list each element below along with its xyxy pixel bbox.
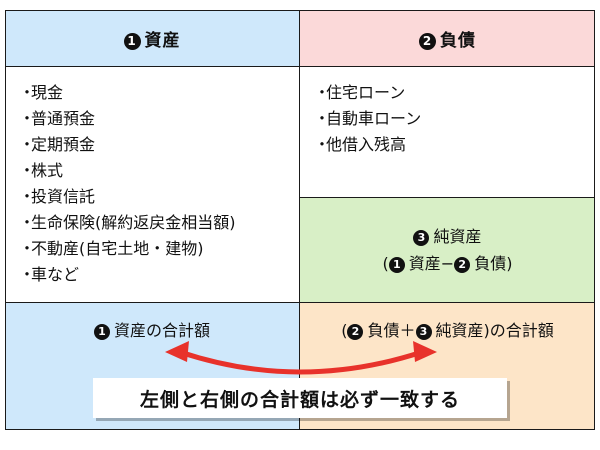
number-1-badge: 1: [93, 324, 110, 340]
list-item: ・不動産(自宅土地・建物): [19, 236, 299, 262]
assets-header-text: 資産: [144, 30, 181, 51]
formula-liabilities-text: 負債): [474, 254, 513, 273]
assets-list: ・現金 ・普通預金 ・定期預金 ・株式 ・投資信託 ・生命保険(解約返戻金相当額…: [19, 80, 299, 288]
list-item: ・現金: [19, 80, 299, 106]
list-item: ・普通預金: [19, 106, 299, 132]
total-open-paren: (: [341, 321, 348, 340]
formula-assets-text: 資産−: [408, 254, 455, 273]
number-1-badge: 1: [388, 257, 405, 273]
balance-sheet-frame: [5, 10, 595, 430]
bullet: ・: [19, 239, 36, 258]
total-liabilities-text: 負債＋: [367, 321, 416, 340]
asset-item-label: 不動産(自宅土地・建物): [31, 239, 204, 258]
bullet: ・: [19, 265, 36, 284]
match-banner: 左側と右側の合計額は必ず一致する: [93, 378, 507, 418]
list-item: ・投資信託: [19, 184, 299, 210]
bullet: ・: [314, 109, 331, 128]
bullet: ・: [19, 109, 36, 128]
bullet: ・: [19, 213, 36, 232]
number-1-badge: 1: [123, 32, 141, 50]
assets-list-panel: ・現金 ・普通預金 ・定期預金 ・株式 ・投資信託 ・生命保険(解約返戻金相当額…: [5, 67, 300, 303]
bullet: ・: [19, 83, 36, 102]
liabilities-header-text: 負債: [440, 30, 476, 51]
arrow-head-right: [413, 341, 437, 362]
list-item: ・定期預金: [19, 132, 299, 158]
arrow-head-left: [165, 341, 189, 362]
list-item: ・住宅ローン: [314, 80, 595, 106]
list-item: ・自動車ローン: [314, 106, 595, 132]
asset-item-label: 定期預金: [31, 135, 96, 154]
asset-item-label: 現金: [31, 83, 64, 102]
asset-item-label: 株式: [31, 161, 64, 180]
bullet: ・: [19, 161, 36, 180]
liability-item-label: 他借入残高: [326, 135, 407, 154]
liability-item-label: 自動車ローン: [326, 109, 422, 128]
bullet: ・: [19, 135, 36, 154]
number-3-badge: 3: [415, 324, 432, 340]
asset-item-label: 普通預金: [31, 109, 96, 128]
bullet: ・: [314, 135, 331, 154]
liabilities-list-panel: ・住宅ローン ・自動車ローン ・他借入残高: [300, 67, 595, 198]
list-item: ・車など: [19, 262, 299, 288]
number-2-badge: 2: [347, 324, 364, 340]
number-2-badge: 2: [454, 257, 471, 273]
asset-item-label: 投資信託: [31, 187, 96, 206]
list-item: ・株式: [19, 158, 299, 184]
bullet: ・: [19, 187, 36, 206]
list-item: ・生命保険(解約返戻金相当額): [19, 210, 299, 236]
total-equity-text: 純資産)の合計額: [435, 321, 554, 340]
equity-label: 純資産: [433, 227, 482, 246]
liabilities-list: ・住宅ローン ・自動車ローン ・他借入残高: [314, 80, 595, 158]
number-3-badge: 3: [413, 230, 430, 246]
asset-item-label: 車など: [31, 265, 80, 284]
formula-open-paren: (: [382, 254, 389, 273]
bullet: ・: [314, 83, 331, 102]
number-2-badge: 2: [419, 32, 436, 50]
asset-item-label: 生命保険(解約返戻金相当額): [31, 213, 236, 232]
assets-total-text: 資産の合計額: [113, 321, 210, 340]
list-item: ・他借入残高: [314, 132, 595, 158]
arrow-curve: [177, 349, 425, 375]
liability-item-label: 住宅ローン: [326, 83, 406, 102]
